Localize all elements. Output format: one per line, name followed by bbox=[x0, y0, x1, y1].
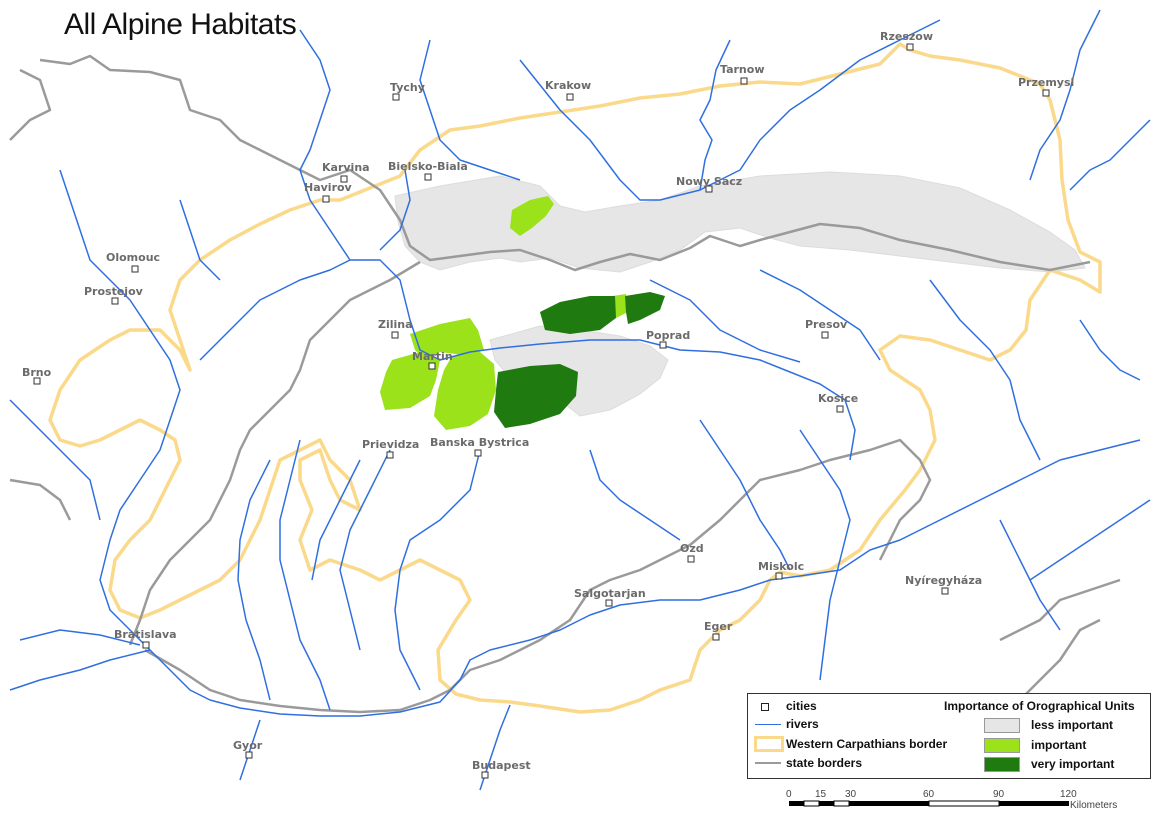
city-label-rzeszow: Rzeszow bbox=[880, 30, 933, 43]
map-title: All Alpine Habitats bbox=[64, 8, 297, 41]
legend-state-symbol bbox=[755, 762, 781, 764]
legend-city-symbol bbox=[761, 703, 769, 711]
city-label-prievidza: Prievidza bbox=[362, 438, 419, 451]
city-label-poprad: Poprad bbox=[646, 329, 690, 342]
legend: cities rivers Western Carpathians border… bbox=[747, 693, 1151, 779]
legend-important-label: important bbox=[1031, 738, 1087, 752]
city-label-przemysl: Przemysl bbox=[1018, 76, 1074, 89]
legend-border-symbol bbox=[754, 736, 784, 752]
legend-border-label: Western Carpathians border bbox=[786, 737, 948, 751]
scale-tick-90: 90 bbox=[993, 789, 1005, 800]
city-label-olomouc: Olomouc bbox=[106, 251, 160, 264]
legend-important-swatch bbox=[984, 738, 1020, 753]
legend-less-swatch bbox=[984, 718, 1020, 733]
city-label-ozd: Ozd bbox=[680, 542, 704, 555]
city-label-karvina: Karvina bbox=[322, 161, 370, 174]
city-labels: Rzeszow Tarnow Krakow Tychy Przemysl Kar… bbox=[22, 30, 1074, 772]
rivers bbox=[9, 9, 1151, 791]
city-label-krakow: Krakow bbox=[545, 79, 591, 92]
state-borders bbox=[9, 54, 1121, 714]
scale-tick-120: 120 bbox=[1060, 789, 1077, 800]
legend-rivers-label: rivers bbox=[786, 717, 819, 731]
legend-river-symbol bbox=[755, 724, 781, 725]
city-label-budapest: Budapest bbox=[472, 759, 531, 772]
city-label-miskolc: Miskolc bbox=[758, 560, 804, 573]
city-label-tychy: Tychy bbox=[390, 81, 425, 94]
city-label-kosice: Kosice bbox=[818, 392, 858, 405]
legend-very-label: very important bbox=[1031, 757, 1115, 771]
city-label-havirov: Havirov bbox=[304, 181, 353, 194]
legend-state-label: state borders bbox=[786, 756, 863, 770]
city-label-brno: Brno bbox=[22, 366, 52, 379]
city-label-prostejov: Prostejov bbox=[84, 285, 144, 298]
city-label-salgotarjan: Salgotarjan bbox=[574, 587, 646, 600]
very-important-units bbox=[494, 292, 665, 428]
city-label-nowy-sacz: Nowy Sacz bbox=[676, 175, 742, 188]
city-label-bratislava: Bratislava bbox=[114, 628, 177, 641]
city-label-martin: Martin bbox=[412, 350, 453, 363]
scale-tick-0: 0 bbox=[786, 789, 792, 800]
legend-very-swatch bbox=[984, 757, 1020, 772]
scale-unit: Kilometers bbox=[1070, 800, 1118, 811]
scale-tick-60: 60 bbox=[923, 789, 935, 800]
scale-tick-15: 15 bbox=[815, 789, 827, 800]
scale-tick-30: 30 bbox=[845, 789, 857, 800]
city-label-zilina: Zilina bbox=[378, 318, 413, 331]
city-label-tarnow: Tarnow bbox=[720, 63, 764, 76]
city-label-gyor: Gyor bbox=[233, 739, 263, 752]
city-label-nyiregyhaza: Nyíregyháza bbox=[905, 574, 982, 587]
important-units bbox=[380, 196, 628, 430]
city-markers bbox=[33, 43, 1050, 779]
legend-cities-label: cities bbox=[786, 699, 817, 713]
city-label-eger: Eger bbox=[704, 620, 733, 633]
less-important-units bbox=[394, 171, 1086, 417]
legend-less-label: less important bbox=[1031, 718, 1114, 732]
legend-importance-title: Importance of Orographical Units bbox=[944, 699, 1135, 713]
city-label-presov: Presov bbox=[805, 318, 848, 331]
city-label-bielsko-biala: Bielsko-Biala bbox=[388, 160, 468, 173]
city-label-banska-bystrica: Banska Bystrica bbox=[430, 436, 529, 449]
scale-bar bbox=[789, 800, 1069, 807]
